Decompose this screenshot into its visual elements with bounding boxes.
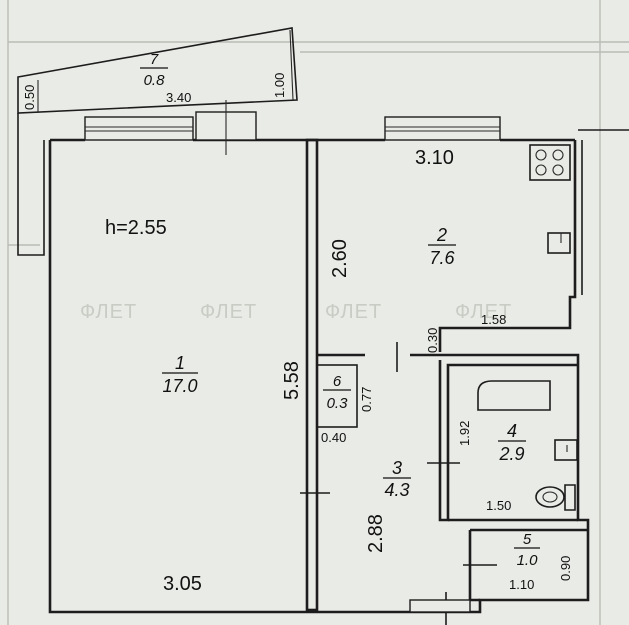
svg-text:3.05: 3.05	[163, 573, 202, 595]
svg-text:3.10: 3.10	[415, 147, 454, 169]
svg-text:ФЛЕТ: ФЛЕТ	[325, 301, 382, 323]
svg-text:5: 5	[523, 531, 532, 548]
interior-walls	[305, 138, 588, 612]
kitchen-stove-icon	[529, 144, 571, 181]
svg-text:2.60: 2.60	[329, 239, 351, 278]
bathtub-icon	[477, 380, 551, 411]
room-7-label: 7 0.8	[140, 51, 168, 89]
svg-text:2.88: 2.88	[365, 514, 387, 553]
svg-text:0.30: 0.30	[425, 328, 440, 353]
svg-text:1.92: 1.92	[457, 421, 472, 446]
svg-text:0.90: 0.90	[558, 556, 573, 581]
svg-text:7.6: 7.6	[429, 248, 455, 268]
room-4-label: 4 2.9	[498, 421, 526, 464]
kitchen-sink-icon	[547, 232, 571, 254]
svg-text:3.40: 3.40	[166, 90, 191, 105]
svg-text:1.0: 1.0	[517, 552, 539, 569]
svg-text:4: 4	[507, 421, 517, 441]
toilet-icon	[535, 484, 576, 511]
svg-text:ФЛЕТ: ФЛЕТ	[200, 301, 257, 323]
svg-text:1.10: 1.10	[509, 577, 534, 592]
svg-text:6: 6	[333, 373, 342, 390]
svg-text:0.40: 0.40	[321, 430, 346, 445]
room-2-label: 2 7.6	[428, 225, 456, 268]
svg-text:7: 7	[150, 51, 159, 68]
svg-text:ФЛЕТ: ФЛЕТ	[80, 301, 137, 323]
window-kitchen	[384, 116, 501, 141]
balcony	[17, 27, 298, 256]
svg-text:3: 3	[392, 458, 402, 478]
ceiling-height-label: h=2.55	[105, 217, 167, 239]
door-markers	[300, 342, 497, 625]
room-1-label: 1 17.0	[162, 353, 198, 396]
room-5-label: 5 1.0	[514, 531, 540, 569]
exterior-walls	[48, 129, 629, 614]
svg-text:1.00: 1.00	[272, 73, 287, 98]
room-6-label: 6 0.3	[323, 373, 351, 412]
background-lines	[7, 0, 629, 625]
svg-text:17.0: 17.0	[162, 376, 197, 396]
room-3-label: 3 4.3	[383, 458, 411, 500]
svg-text:4.3: 4.3	[384, 480, 409, 500]
svg-text:0.77: 0.77	[359, 387, 374, 412]
watermark: ФЛЕТ ФЛЕТ ФЛЕТ ФЛЕТ	[80, 301, 512, 323]
window-living	[84, 116, 194, 141]
dimension-labels: 0.50 3.40 1.00 3.10 2.60 0.30 1.58 5.58 …	[22, 73, 573, 595]
svg-text:0.8: 0.8	[144, 72, 166, 89]
svg-text:1.58: 1.58	[481, 312, 506, 327]
svg-text:2: 2	[436, 225, 447, 245]
windows	[84, 100, 501, 155]
svg-text:0.50: 0.50	[22, 85, 37, 110]
bathroom-sink-icon	[554, 439, 578, 461]
svg-text:2.9: 2.9	[498, 444, 524, 464]
svg-text:5.58: 5.58	[281, 361, 303, 400]
svg-text:1: 1	[175, 353, 185, 373]
svg-text:1.50: 1.50	[486, 498, 511, 513]
svg-text:0.3: 0.3	[327, 395, 349, 412]
svg-text:ФЛЕТ: ФЛЕТ	[455, 301, 512, 323]
